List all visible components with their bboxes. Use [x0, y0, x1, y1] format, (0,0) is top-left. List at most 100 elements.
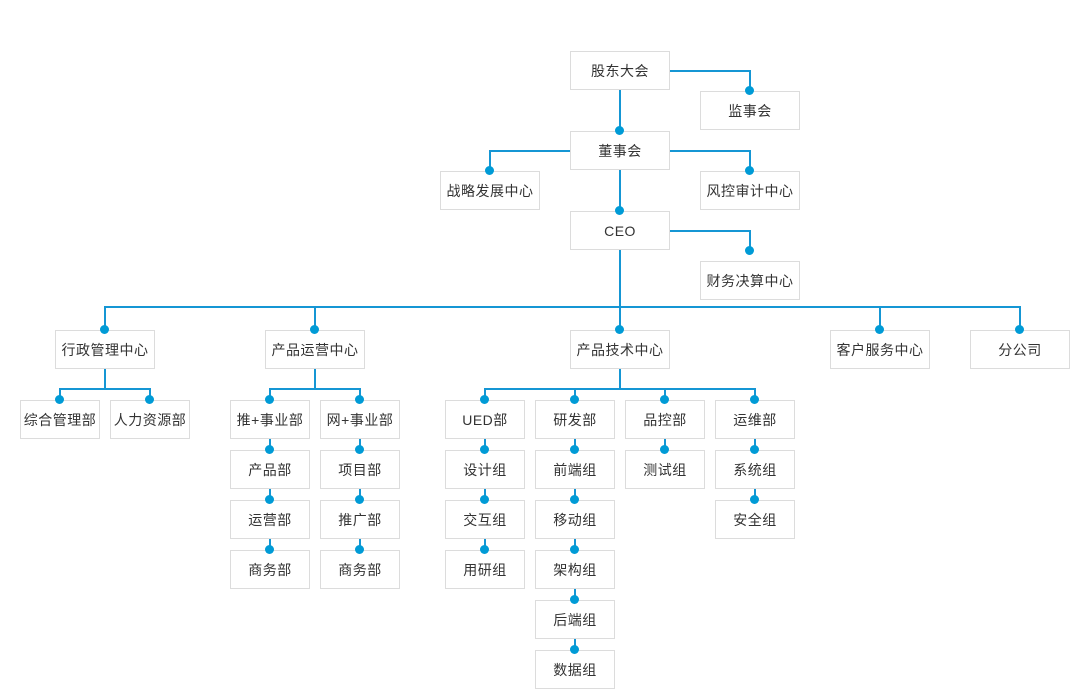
node-label-backend-group: 后端组 — [553, 611, 597, 628]
dot-risk-audit-center — [745, 166, 754, 175]
node-branch-company[interactable]: 分公司 — [970, 330, 1070, 369]
node-frontend-group[interactable]: 前端组 — [535, 450, 615, 489]
node-tui-business-unit[interactable]: 推+事业部 — [230, 400, 310, 439]
dot-product-technology-center — [615, 325, 624, 334]
node-label-ued-dept: UED部 — [462, 411, 508, 428]
node-data-group[interactable]: 数据组 — [535, 650, 615, 689]
dot-qc-dept — [660, 395, 669, 404]
node-business-dept-left[interactable]: 商务部 — [230, 550, 310, 589]
node-user-research-group[interactable]: 用研组 — [445, 550, 525, 589]
node-label-architecture-group: 架构组 — [553, 561, 597, 578]
node-label-product-dept: 产品部 — [248, 461, 292, 478]
edge-design-to-interaction — [484, 489, 486, 500]
node-risk-audit-center[interactable]: 风控审计中心 — [700, 171, 800, 210]
dot-tui-business-unit — [265, 395, 274, 404]
node-label-admin-management-center: 行政管理中心 — [61, 341, 149, 358]
node-rd-dept[interactable]: 研发部 — [535, 400, 615, 439]
dot-ued-dept — [480, 395, 489, 404]
node-label-board-of-supervisors: 监事会 — [728, 102, 772, 119]
dot-customer-service-center — [875, 325, 884, 334]
edge-product-ops-stem — [314, 369, 316, 388]
node-general-management-dept[interactable]: 综合管理部 — [20, 400, 100, 439]
node-ceo[interactable]: CEO — [570, 211, 670, 250]
node-product-dept[interactable]: 产品部 — [230, 450, 310, 489]
dot-project-dept — [355, 445, 364, 454]
node-test-group[interactable]: 测试组 — [625, 450, 705, 489]
node-project-dept[interactable]: 项目部 — [320, 450, 400, 489]
node-design-group[interactable]: 设计组 — [445, 450, 525, 489]
node-ued-dept[interactable]: UED部 — [445, 400, 525, 439]
node-product-technology-center[interactable]: 产品技术中心 — [570, 330, 670, 369]
node-backend-group[interactable]: 后端组 — [535, 600, 615, 639]
edge-ceo-to-finance-h — [670, 230, 750, 232]
node-promotion-dept[interactable]: 推广部 — [320, 500, 400, 539]
node-label-qc-dept: 品控部 — [643, 411, 687, 428]
node-label-mobile-group: 移动组 — [553, 511, 597, 528]
node-label-human-resources-dept: 人力资源部 — [113, 411, 187, 428]
node-human-resources-dept[interactable]: 人力资源部 — [110, 400, 190, 439]
node-board-of-directors[interactable]: 董事会 — [570, 131, 670, 170]
dot-branch-company — [1015, 325, 1024, 334]
node-label-finance-settlement-center: 财务决算中心 — [706, 272, 794, 289]
dot-user-research-group — [480, 545, 489, 554]
dot-architecture-group — [570, 545, 579, 554]
node-label-customer-service-center: 客户服务中心 — [836, 341, 924, 358]
dot-business-dept-left — [265, 545, 274, 554]
node-qc-dept[interactable]: 品控部 — [625, 400, 705, 439]
node-label-design-group: 设计组 — [463, 461, 507, 478]
edge-product-ops-bar — [270, 388, 360, 390]
edge-interaction-to-user-research — [484, 539, 486, 550]
edge-admin-to-general-mgmt — [59, 388, 61, 400]
node-interaction-group[interactable]: 交互组 — [445, 500, 525, 539]
node-board-of-supervisors[interactable]: 监事会 — [700, 91, 800, 130]
edge-admin-to-hr — [149, 388, 151, 400]
edge-system-to-security — [754, 489, 756, 500]
edge-promotion-to-business-right — [359, 539, 361, 550]
node-system-group[interactable]: 系统组 — [715, 450, 795, 489]
edge-operations-to-business-left — [269, 539, 271, 550]
node-label-strategy-development-center: 战略发展中心 — [446, 182, 534, 199]
node-wang-business-unit[interactable]: 网+事业部 — [320, 400, 400, 439]
node-label-promotion-dept: 推广部 — [338, 511, 382, 528]
dot-admin-management-center — [100, 325, 109, 334]
node-label-data-group: 数据组 — [553, 661, 597, 678]
node-label-business-dept-left: 商务部 — [248, 561, 292, 578]
dot-frontend-group — [570, 445, 579, 454]
node-label-frontend-group: 前端组 — [553, 461, 597, 478]
dot-finance-settlement-center — [745, 246, 754, 255]
node-strategy-development-center[interactable]: 战略发展中心 — [440, 171, 540, 210]
edge-backend-to-data — [574, 639, 576, 650]
dot-rd-dept — [570, 395, 579, 404]
node-admin-management-center[interactable]: 行政管理中心 — [55, 330, 155, 369]
node-label-board-of-directors: 董事会 — [598, 142, 642, 159]
node-security-group[interactable]: 安全组 — [715, 500, 795, 539]
node-architecture-group[interactable]: 架构组 — [535, 550, 615, 589]
node-business-dept-right[interactable]: 商务部 — [320, 550, 400, 589]
node-label-ops-maintenance-dept: 运维部 — [733, 411, 777, 428]
node-customer-service-center[interactable]: 客户服务中心 — [830, 330, 930, 369]
dot-interaction-group — [480, 495, 489, 504]
edge-ued-to-design — [484, 439, 486, 450]
edge-bus-to-customer-service-center — [879, 306, 881, 330]
edge-project-to-promotion — [359, 489, 361, 500]
edge-bus-to-product-ops-center — [314, 306, 316, 330]
node-label-shareholders-meeting: 股东大会 — [591, 62, 649, 79]
dot-human-resources-dept — [145, 395, 154, 404]
node-finance-settlement-center[interactable]: 财务决算中心 — [700, 261, 800, 300]
dot-business-dept-right — [355, 545, 364, 554]
node-shareholders-meeting[interactable]: 股东大会 — [570, 51, 670, 90]
node-label-rd-dept: 研发部 — [553, 411, 597, 428]
node-ops-maintenance-dept[interactable]: 运维部 — [715, 400, 795, 439]
node-label-tui-business-unit: 推+事业部 — [236, 411, 304, 428]
dot-test-group — [660, 445, 669, 454]
edge-board-to-strategy-h — [490, 150, 570, 152]
node-operations-dept[interactable]: 运营部 — [230, 500, 310, 539]
dot-general-management-dept — [55, 395, 64, 404]
edge-shareholders-to-board-v — [619, 90, 621, 131]
edge-board-to-risk-v — [749, 150, 751, 171]
node-mobile-group[interactable]: 移动组 — [535, 500, 615, 539]
dot-wang-business-unit — [355, 395, 364, 404]
node-product-operations-center[interactable]: 产品运营中心 — [265, 330, 365, 369]
edge-frontend-to-mobile — [574, 489, 576, 500]
